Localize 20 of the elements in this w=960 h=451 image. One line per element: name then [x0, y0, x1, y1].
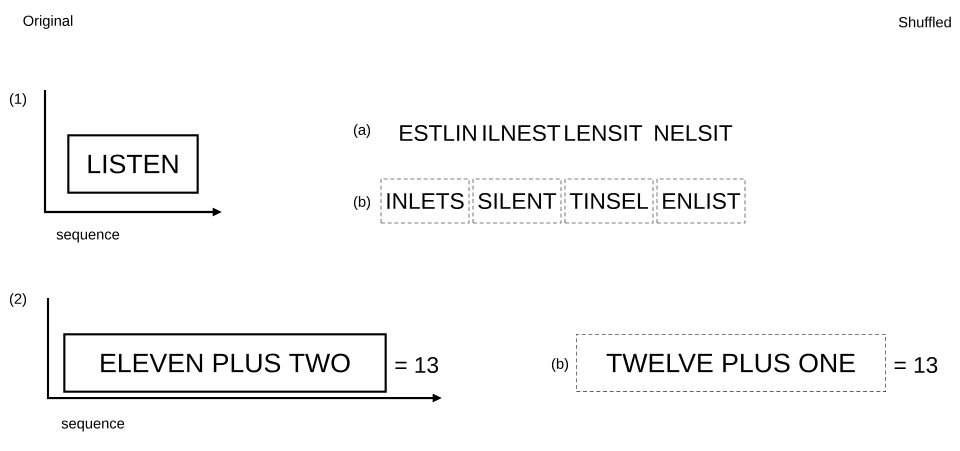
label-text: (1): [10, 93, 26, 107]
dashed-word-box: TWELVE PLUS ONE: [576, 334, 886, 392]
label-text: ILNEST: [483, 124, 560, 142]
label-text: sequence: [56, 232, 120, 242]
dashed-word-box: SILENT: [472, 178, 562, 224]
label-text: ESTLIN: [400, 124, 476, 142]
dashed-word-box: ENLIST: [656, 178, 746, 224]
label-text: Shuffled: [898, 16, 951, 28]
equals-text: = 13: [894, 356, 938, 374]
word-box: LISTEN: [67, 134, 199, 194]
equals-text: = 13: [395, 356, 438, 374]
label-text: Original: [23, 15, 72, 29]
label-text: (2): [10, 293, 26, 307]
word-box: ELEVEN PLUS TWO: [63, 333, 387, 393]
label-text: LENSIT: [565, 124, 642, 142]
label-text: (a): [354, 124, 370, 138]
dashed-word-box: TINSEL: [564, 178, 654, 224]
label-text: NELSIT: [655, 124, 732, 142]
label-text: sequence: [62, 420, 124, 432]
dashed-word-box: INLETS: [380, 178, 470, 224]
